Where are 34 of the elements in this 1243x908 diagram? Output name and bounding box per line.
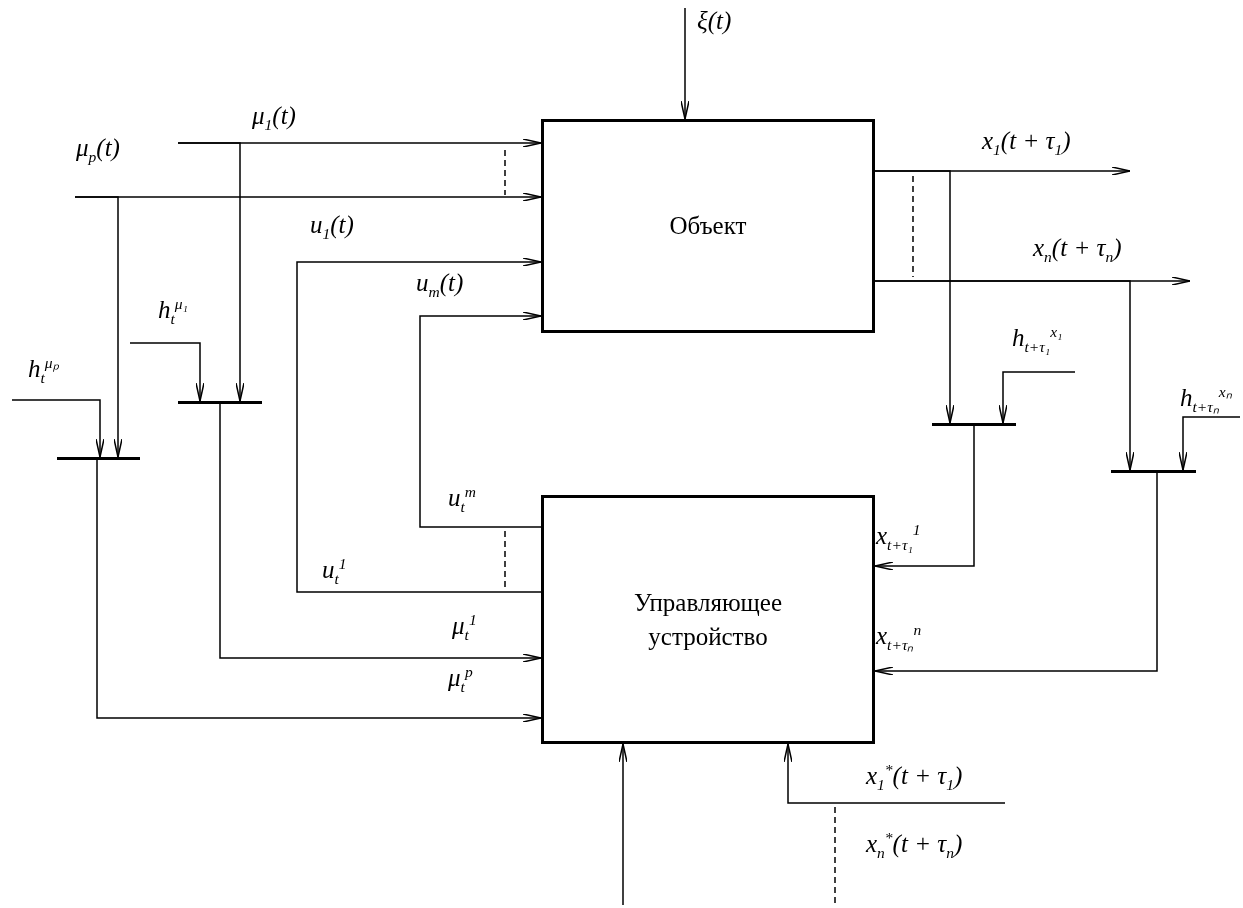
process-box <box>541 119 875 333</box>
junction-bar <box>932 423 1016 426</box>
arrow <box>419 311 542 528</box>
edge-label: u$_{m}$(t) <box>416 270 464 300</box>
arrow <box>1178 416 1241 471</box>
junction-bar <box>178 401 262 404</box>
arrow <box>998 371 1076 424</box>
arrow <box>177 142 245 402</box>
junction-bar <box>57 457 140 460</box>
arrow <box>219 403 542 663</box>
signal-label: x$_{n}$$^{*}$(t + τ$_{n}$) <box>866 830 963 861</box>
block-title: Управляющее устройство <box>632 587 783 652</box>
junction-bar <box>1111 470 1196 473</box>
edge-label: x$_{1}$$^{*}$(t + τ$_{1}$) <box>866 762 963 793</box>
edge-label: μ$_{p}$(t) <box>76 135 120 165</box>
arrow <box>874 280 1135 471</box>
arrow <box>296 257 542 593</box>
arrow <box>129 342 205 402</box>
arrow <box>874 472 1158 676</box>
edge-label: u$_{1}$(t) <box>310 212 354 242</box>
edge-label: x$_{n}$(t + τ$_{n}$) <box>1033 235 1122 265</box>
arrow <box>783 743 1006 804</box>
arrow <box>874 425 975 571</box>
arrow <box>11 399 105 458</box>
arrow <box>874 170 955 424</box>
block-title: Объект <box>669 211 747 242</box>
arrow <box>74 196 123 458</box>
edge-label: ξ(t) <box>697 8 732 33</box>
arrow <box>96 459 542 723</box>
edge-label: μ$_{1}$(t) <box>252 103 296 133</box>
edge-label: x$_{1}$(t + τ$_{1}$) <box>982 128 1071 158</box>
process-box <box>541 495 875 744</box>
arrow <box>680 7 690 120</box>
arrow <box>618 743 628 906</box>
